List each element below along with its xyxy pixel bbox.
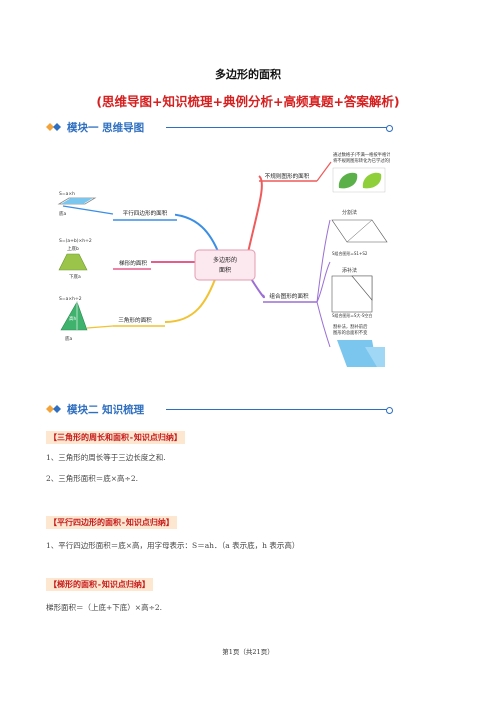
module-header-1: 模块一 思维导图 [46,120,393,134]
section-header-triangle: 【三角形的周长和面积-知识点归纳】 [46,431,185,444]
branch-triangle: 三角形的面积 [118,316,152,324]
page-title: 多边形的面积 [215,68,281,81]
leaf-grid [332,167,386,193]
page-footer: 第1页（共21页） [222,648,274,656]
mind-map: 多边形的 面积 平行四边形的面积 梯形的面积 三角形的面积 S=a×h 底a S… [47,142,407,370]
branch-combined: 组合图形的面积 [269,292,309,300]
note-divide: 分割法 [342,209,357,216]
formula-trapezoid: S=(a+b)×h÷2 [59,238,92,244]
formula-add: S组合图形=S大-S空白 [332,312,372,318]
center-node [194,249,256,281]
note-cutfill-1: 割补法，割补前后 [333,323,368,330]
formula-divide: S组合图形=S1+S2 [332,250,368,256]
center-label-1: 多边形的 [213,256,237,264]
section-line: 1、三角形的周长等于三边长度之和. [46,453,166,462]
note-cutfill-2: 图形的总面积不变 [333,329,368,336]
module-title: 模块二 知识梳理 [67,403,145,416]
center-label-2: 面积 [219,266,231,274]
branch-parallelogram: 平行四边形的面积 [123,209,168,217]
diamond-icon [46,405,61,413]
label-bottom: 下底a [69,273,81,280]
note-irregular-2: 将不规则图形转化为已学过的图形计算 [333,157,390,164]
label-height: 高h [69,315,76,322]
section-header-parallelogram: 【平行四边形的面积-知识点归纳】 [46,516,177,529]
branch-irregular: 不规则图形的面积 [265,172,310,180]
diamond-icon [46,123,61,131]
section-header-trapezoid: 【梯形的面积-知识点归纳】 [46,578,153,591]
page-subtitle: (思维导图+知识梳理+典例分析+高频真题+答案解析) [96,94,400,109]
formula-parallelogram: S=a×h [59,191,75,197]
label-top: 上底b [67,245,79,252]
note-irregular-1: 通过数格子(不满一格按半格计算)或 [333,151,390,158]
section-line: 梯形面积＝（上底+下底）×高÷2. [46,603,163,612]
module-rule [166,125,393,132]
module-rule [166,407,393,414]
formula-triangle: S=a×h÷2 [59,296,82,302]
note-add: 添补法 [342,267,357,274]
label-base-1: 底a [59,210,66,217]
section-line: 1、平行四边形面积＝底×高，用字母表示：S＝ah．（a 表示底，h 表示高） [46,541,300,550]
section-line: 2、三角形面积＝底×高÷2. [46,474,138,483]
label-base-2: 底a [65,335,72,342]
module-title: 模块一 思维导图 [67,121,145,134]
branch-trapezoid: 梯形的面积 [119,259,147,267]
module-header-2: 模块二 知识梳理 [46,402,393,416]
